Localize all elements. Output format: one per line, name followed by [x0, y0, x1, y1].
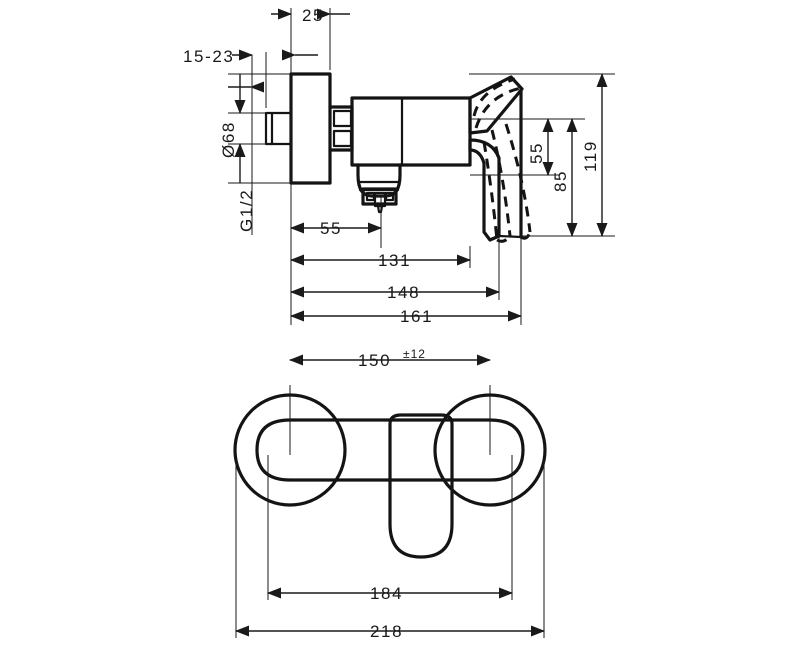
dim-label-150: 150	[358, 351, 391, 370]
dim-label-119: 119	[581, 140, 600, 172]
side-elevation-view: 25 15-23 Ø68 G1/2 55 131	[183, 6, 615, 326]
dimension-handle-height: 55	[527, 118, 554, 176]
dimension-total-height: 119	[581, 73, 608, 237]
dim-label-diameter-68: Ø68	[219, 121, 238, 158]
dimension-escutcheon-depth: 25	[271, 6, 350, 25]
dim-label-55-outlet: 55	[320, 219, 342, 238]
lever-front	[388, 413, 454, 559]
dim-label-131: 131	[378, 251, 411, 270]
dim-label-85: 85	[551, 170, 570, 192]
body-bar-front	[255, 418, 525, 482]
dimension-spout-projection: 148	[290, 283, 500, 302]
inlet-nipple	[264, 111, 293, 146]
dimension-outlet-projection: 55	[290, 219, 382, 238]
dimension-body-projection: 131	[290, 251, 471, 270]
dimension-total-width: 218	[235, 622, 545, 641]
escutcheon-profile	[289, 72, 332, 185]
dimension-inlet-centers: 150 ±12	[289, 347, 491, 370]
dim-label-150-tolerance: ±12	[403, 347, 426, 361]
dim-label-g12: G1/2	[237, 189, 256, 232]
front-extension-lines	[235, 385, 545, 638]
dim-label-218: 218	[370, 622, 403, 641]
front-view: 150 ±12 184 218	[233, 347, 547, 641]
body-shoulder	[328, 105, 354, 152]
mixer-body	[350, 96, 472, 167]
dim-label-184: 184	[370, 584, 403, 603]
lever-handle	[468, 75, 524, 242]
shower-outlet-connector	[356, 163, 402, 214]
dim-label-148: 148	[387, 283, 420, 302]
dimension-total-projection: 161	[290, 307, 522, 326]
dim-label-25: 25	[302, 6, 324, 25]
dim-label-161: 161	[400, 307, 433, 326]
dimension-body-width: 184	[267, 584, 513, 603]
label-inlet-thread: G1/2	[237, 189, 256, 232]
dim-label-55-height: 55	[527, 142, 546, 164]
dimension-escutcheon-diameter: Ø68	[219, 74, 264, 183]
dim-label-15-23: 15-23	[183, 47, 234, 66]
lever-motion-arcs	[472, 77, 532, 243]
dimension-wall-offset: 15-23	[183, 47, 318, 66]
dimension-outlet-height: 85	[551, 118, 578, 237]
